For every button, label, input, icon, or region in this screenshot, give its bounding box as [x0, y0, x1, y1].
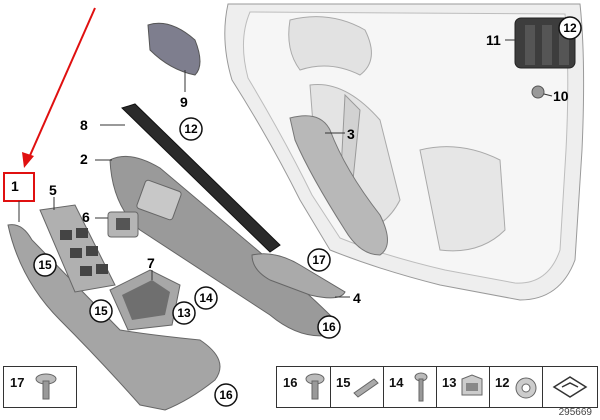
screw-icon — [305, 373, 325, 400]
callout-5: 5 — [49, 182, 57, 198]
callout-15-b: 15 — [94, 304, 108, 318]
legend-cell-13: 13 — [436, 367, 490, 407]
callout-1: 1 — [11, 178, 19, 194]
door-panel — [224, 3, 585, 301]
part-10-nut — [531, 85, 545, 99]
legend-label-13: 13 — [442, 375, 457, 390]
callout-17-a: 17 — [312, 253, 326, 267]
legend-label-16: 16 — [283, 375, 298, 390]
legend-right: 16 15 14 13 12 — [276, 366, 598, 408]
callout-4: 4 — [353, 290, 361, 306]
callout-9: 9 — [180, 94, 188, 110]
legend-left-label: 17 — [10, 375, 25, 390]
callout-8: 8 — [80, 117, 88, 133]
screw-icon — [35, 373, 57, 400]
callout-11: 11 — [486, 32, 501, 48]
callout-2: 2 — [80, 151, 88, 167]
callout-10: 10 — [553, 88, 569, 104]
callout-14: 14 — [199, 291, 213, 305]
callout-13: 13 — [177, 306, 191, 320]
legend-label-14: 14 — [389, 375, 404, 390]
callout-15-a: 15 — [38, 258, 52, 272]
washer-icon — [515, 377, 537, 399]
legend-label-12: 12 — [495, 375, 510, 390]
part-5-switch-housing — [39, 204, 116, 293]
legend-cell-12: 12 — [489, 367, 543, 407]
legend-cell-15: 15 — [330, 367, 384, 407]
part-9-trim-cover — [147, 22, 201, 76]
highlight-arrow — [27, 7, 96, 161]
callout-12-b: 12 — [184, 122, 198, 136]
legend-cell-14: 14 — [383, 367, 437, 407]
part-3-door-handle — [289, 115, 388, 256]
callout-7: 7 — [147, 255, 155, 271]
legend-cell-16: 16 — [277, 367, 331, 407]
generic-part-icon — [552, 376, 588, 398]
legend-left: 17 — [3, 366, 77, 408]
callout-16-b: 16 — [219, 388, 233, 402]
bracket-icon — [461, 374, 483, 396]
legend-label-15: 15 — [336, 375, 351, 390]
part-8-trim-strip — [121, 103, 281, 253]
callout-6: 6 — [82, 209, 90, 225]
diagram-id: 295669 — [558, 407, 592, 418]
callout-12-a: 12 — [563, 21, 577, 35]
legend-cell-blank — [542, 367, 597, 407]
part-1-lower-trim — [7, 224, 221, 411]
part-4-inner-handle — [251, 253, 346, 299]
part-6-switch — [107, 211, 139, 238]
part-7-tray — [109, 269, 181, 331]
clip-icon — [353, 378, 379, 398]
bolt-icon — [414, 372, 428, 402]
callout-3: 3 — [347, 126, 355, 142]
callout-16-a: 16 — [322, 320, 336, 334]
highlight-box — [3, 172, 35, 202]
